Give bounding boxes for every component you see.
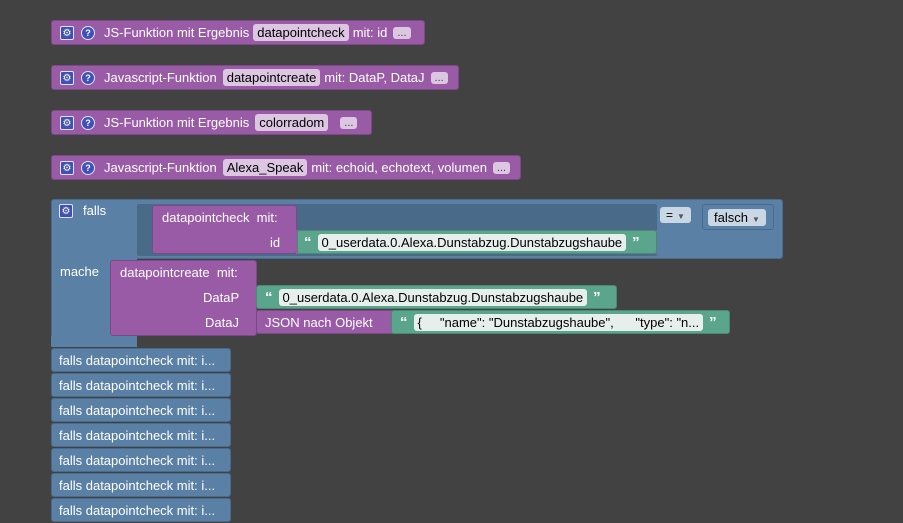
function-label: Javascript-Funktion — [104, 160, 217, 175]
if-header: ⚙ falls — [59, 203, 106, 218]
collapsed-if-block[interactable]: falls datapointcheck mit: i... — [51, 473, 231, 497]
gear-icon[interactable]: ⚙ — [59, 203, 73, 218]
collapsed-label: falls datapointcheck mit: i... — [59, 478, 216, 493]
gear-icon[interactable]: ⚙ — [60, 25, 74, 40]
more-button[interactable]: ... — [430, 71, 448, 84]
if-block-footer — [51, 336, 137, 346]
gear-icon[interactable]: ⚙ — [60, 115, 74, 130]
json-to-object-block[interactable]: JSON nach Objekt — [256, 310, 396, 334]
function-label: JS-Funktion mit Ergebnis — [104, 25, 250, 40]
function-label: Javascript-Funktion — [104, 70, 217, 85]
collapsed-label: falls datapointcheck mit: i... — [59, 453, 216, 468]
quote-open-icon: “ — [304, 233, 312, 251]
collapsed-if-block[interactable]: falls datapointcheck mit: i... — [51, 448, 231, 472]
id-string-value[interactable]: 0_userdata.0.Alexa.Dunstabzug.Dunstabzug… — [317, 233, 627, 251]
function-label: JS-Funktion mit Ergebnis — [104, 115, 250, 130]
more-button[interactable]: ... — [492, 161, 511, 174]
collapsed-label: falls datapointcheck mit: i... — [59, 503, 216, 518]
gear-icon[interactable]: ⚙ — [60, 160, 74, 175]
help-icon[interactable]: ? — [81, 25, 95, 40]
datapointcreate-call-label: datapointcreate mit: — [120, 265, 238, 280]
collapsed-if-block[interactable]: falls datapointcheck mit: i... — [51, 398, 231, 422]
datapointcheck-call-block[interactable] — [152, 205, 297, 254]
function-block-alexa-speak[interactable]: ⚙ ? Javascript-Funktion Alexa_Speak mit:… — [51, 155, 521, 180]
datap-string-block[interactable]: “ 0_userdata.0.Alexa.Dunstabzug.Dunstabz… — [256, 285, 617, 309]
collapsed-if-block[interactable]: falls datapointcheck mit: i... — [51, 498, 231, 522]
quote-open-icon: “ — [265, 288, 273, 306]
function-name-field[interactable]: colorradom — [255, 114, 329, 131]
chevron-down-icon: ▼ — [677, 212, 685, 221]
json-to-object-label: JSON nach Objekt — [265, 314, 373, 330]
id-string-block[interactable]: “ 0_userdata.0.Alexa.Dunstabzug.Dunstabz… — [297, 230, 657, 254]
collapsed-label: falls datapointcheck mit: i... — [59, 428, 216, 443]
datapointcreate-param-datap: DataP — [203, 290, 240, 305]
function-params: mit: echoid, echotext, volumen — [311, 160, 487, 175]
compare-operator-area: =▼ — [660, 207, 691, 223]
collapsed-if-block[interactable]: falls datapointcheck mit: i... — [51, 348, 231, 372]
more-button[interactable]: ... — [393, 26, 411, 39]
more-button[interactable]: ... — [340, 116, 358, 129]
collapsed-if-block[interactable]: falls datapointcheck mit: i... — [51, 423, 231, 447]
function-params: mit: DataP, DataJ — [324, 70, 425, 85]
quote-close-icon: ” — [709, 313, 717, 331]
function-block-colorradom[interactable]: ⚙ ? JS-Funktion mit Ergebnis colorradom … — [51, 110, 372, 135]
function-name-field[interactable]: datapointcheck — [253, 24, 349, 41]
function-block-datapointcreate[interactable]: ⚙ ? Javascript-Funktion datapointcreate … — [51, 65, 459, 90]
function-block-datapointcheck[interactable]: ⚙ ? JS-Funktion mit Ergebnis datapointch… — [51, 20, 425, 45]
json-string-value[interactable]: { "name": "Dunstabzugshaube", "type": "n… — [413, 313, 704, 331]
help-icon[interactable]: ? — [81, 115, 95, 130]
collapsed-label: falls datapointcheck mit: i... — [59, 353, 216, 368]
help-icon[interactable]: ? — [81, 160, 95, 175]
if-falls-label: falls — [83, 203, 107, 218]
quote-close-icon: ” — [632, 233, 640, 251]
compare-operator-dropdown[interactable]: =▼ — [660, 207, 691, 223]
function-name-field[interactable]: datapointcreate — [222, 69, 321, 86]
collapsed-label: falls datapointcheck mit: i... — [59, 403, 216, 418]
quote-open-icon: “ — [400, 313, 408, 331]
chevron-down-icon: ▼ — [751, 214, 760, 224]
if-mache-label: mache — [60, 264, 100, 279]
datapointcheck-param-id: id — [270, 235, 281, 250]
datapointcreate-param-dataj: DataJ — [205, 315, 239, 330]
quote-close-icon: ” — [593, 288, 601, 306]
collapsed-if-block[interactable]: falls datapointcheck mit: i... — [51, 373, 231, 397]
function-name-field[interactable]: Alexa_Speak — [222, 159, 308, 176]
json-string-block[interactable]: “ { "name": "Dunstabzugshaube", "type": … — [391, 310, 730, 334]
function-params: mit: id — [352, 25, 388, 40]
datapointcheck-call-label: datapointcheck mit: — [162, 210, 278, 225]
help-icon[interactable]: ? — [81, 70, 95, 85]
gear-icon[interactable]: ⚙ — [60, 70, 74, 85]
datap-string-value[interactable]: 0_userdata.0.Alexa.Dunstabzug.Dunstabzug… — [278, 288, 588, 306]
datapointcreate-call-block[interactable] — [110, 260, 257, 336]
boolean-block[interactable]: falsch▼ — [702, 204, 774, 230]
collapsed-label: falls datapointcheck mit: i... — [59, 378, 216, 393]
boolean-dropdown[interactable]: falsch▼ — [708, 208, 766, 226]
